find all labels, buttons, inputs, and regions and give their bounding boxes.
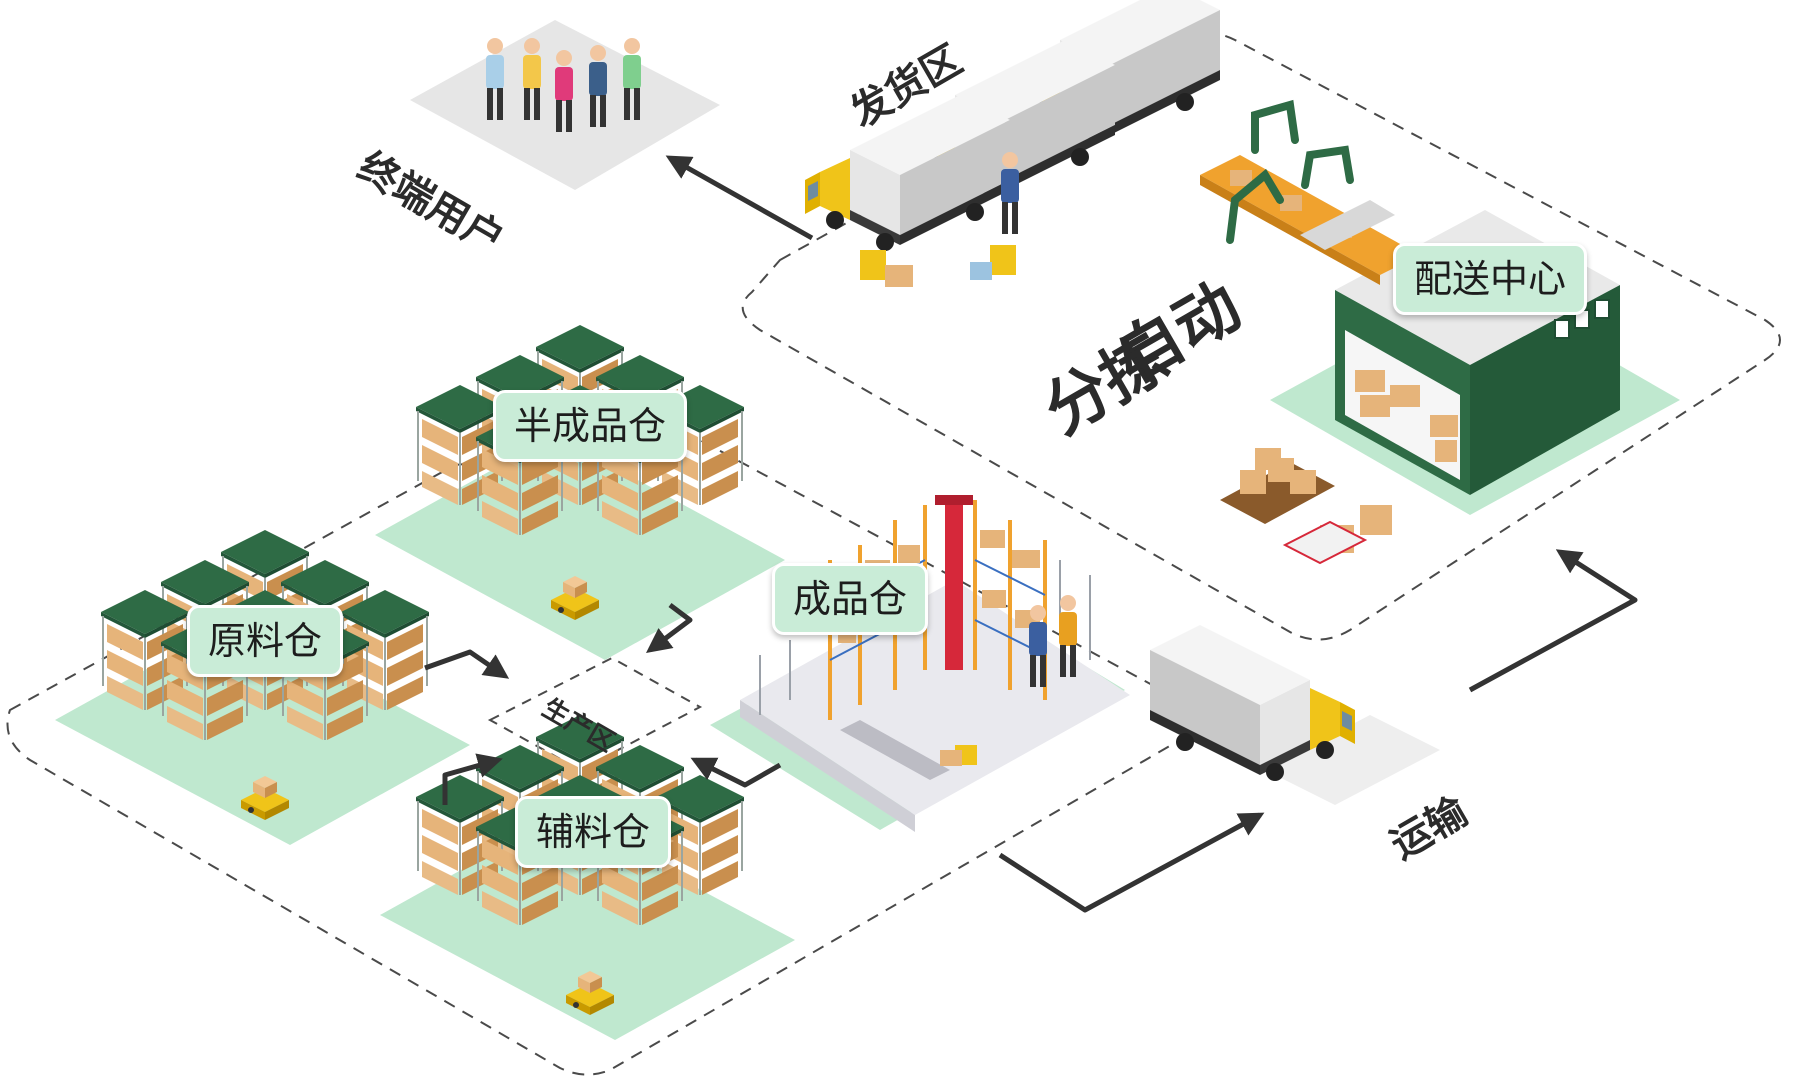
transport-truck-shadow	[1265, 715, 1440, 805]
arrow-warehouse-to-transport	[998, 812, 1265, 913]
finished-warehouse-base-edge	[740, 700, 915, 832]
label-distribution-center: 配送中心	[1393, 243, 1588, 315]
arrow-transport-to-distribution	[1468, 549, 1638, 693]
arrow-raw-to-production	[424, 649, 510, 679]
pallet-boxes	[1220, 448, 1392, 565]
label-semi-warehouse: 半成品仓	[493, 390, 688, 462]
shipping-forklifts	[860, 152, 1019, 287]
label-aux-warehouse: 辅料仓	[515, 796, 672, 868]
production-zone-outline	[487, 656, 703, 772]
sorting-conveyor-line	[1200, 99, 1420, 285]
shipping-truck-3	[805, 95, 1010, 251]
arrow-shipping-to-users	[665, 155, 814, 241]
arrow-semi-to-production	[646, 603, 693, 653]
flow-arrows	[424, 155, 1638, 913]
arrow-aux-to-production	[442, 753, 503, 805]
end-user-platform	[410, 20, 720, 190]
transport-truck	[1150, 625, 1355, 781]
arrow-finished-to-production	[690, 757, 782, 788]
warehouse-zone-outline	[6, 438, 1196, 1076]
label-finished-warehouse: 成品仓	[772, 563, 929, 635]
label-raw-warehouse: 原料仓	[187, 605, 344, 677]
